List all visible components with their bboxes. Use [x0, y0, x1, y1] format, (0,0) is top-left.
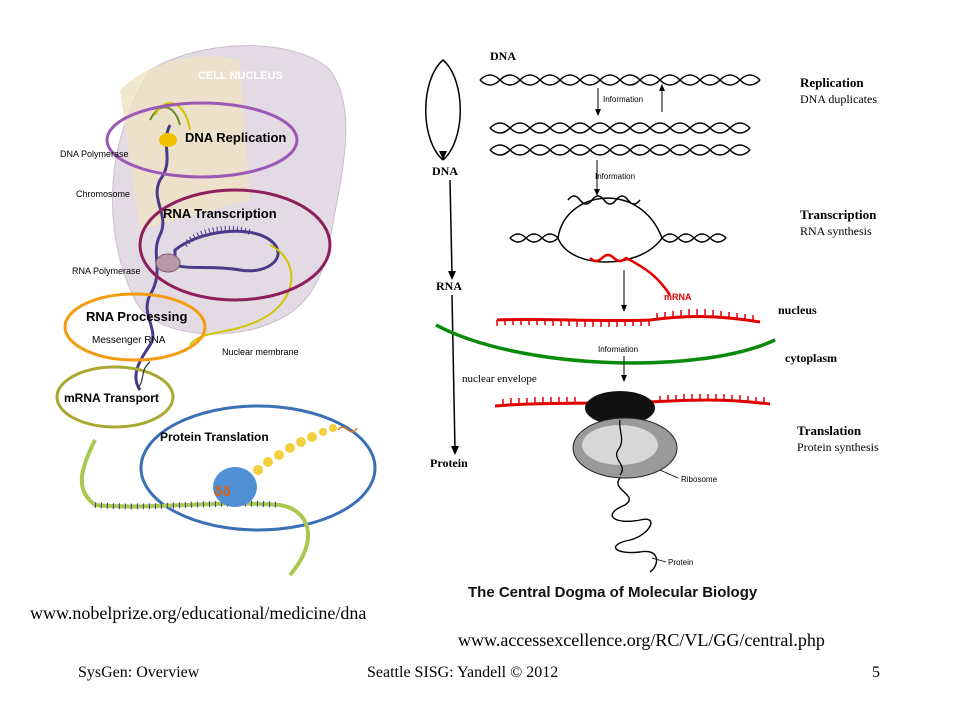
step-translation-desc: Protein synthesis	[797, 440, 879, 454]
messenger-rna-label: Messenger RNA	[92, 335, 166, 346]
mrna-label: mRNA	[664, 292, 692, 302]
footer-center: Seattle SISG: Yandell © 2012	[367, 664, 559, 681]
cytoplasm-label: cytoplasm	[785, 351, 837, 365]
left-source-url[interactable]: www.nobelprize.org/educational/medicine/…	[30, 603, 367, 623]
information-label-3: Information	[598, 345, 638, 354]
footer-left: SysGen: Overview	[78, 664, 200, 681]
central-dogma-caption: The Central Dogma of Molecular Biology	[468, 584, 758, 601]
step-replication-desc: DNA duplicates	[800, 92, 877, 106]
dna-side-label: DNA	[432, 164, 458, 178]
rna-processing-ellipse	[63, 292, 207, 362]
rna-transcription-ellipse	[138, 188, 332, 302]
nuclear-envelope-label: nuclear envelope	[462, 373, 537, 385]
step-transcription-desc: RNA synthesis	[800, 224, 872, 238]
dna-top-label: DNA	[490, 49, 516, 63]
protein-chain-right	[611, 477, 658, 573]
step-transcription-name: Transcription	[800, 207, 877, 222]
step-translation-name: Translation	[797, 423, 862, 438]
protein-chain-left	[253, 424, 337, 475]
dna-polymerase-label: DNA Polymerase	[60, 149, 129, 159]
protein-side-label: Protein	[430, 456, 468, 470]
protein-translation-ellipse	[139, 404, 377, 532]
right-figure: DNA DNA RNA Protein Information Informat…	[425, 49, 879, 601]
nuclear-envelope-curve	[435, 323, 776, 365]
protein-chain-label: Protein	[668, 558, 693, 567]
cell-nucleus-title: CELL NUCLEUS	[198, 70, 283, 82]
left-figure: CELL NUCLEUS DNA Replication RNA Transcr…	[55, 45, 377, 577]
right-source-url[interactable]: www.accessexcellence.org/RC/VL/GG/centra…	[458, 630, 825, 650]
mrna-strand	[79, 439, 310, 577]
step-replication-name: Replication	[800, 75, 864, 90]
mrna-transport-ellipse	[55, 365, 175, 429]
nuclear-membrane-label: Nuclear membrane	[222, 347, 299, 357]
svg-text:δδ: δδ	[214, 483, 231, 499]
rna-side-label: RNA	[436, 279, 462, 293]
mrna-transport-label: mRNA Transport	[64, 391, 159, 405]
dna-replication-ellipse	[105, 101, 299, 179]
page-number: 5	[872, 664, 880, 681]
dna-self-loop	[425, 59, 461, 161]
rna-processing-label: RNA Processing	[86, 309, 187, 324]
ribosome-label: Ribosome	[681, 475, 718, 484]
chromosome-label: Chromosome	[76, 189, 130, 199]
nascent-mrna	[589, 253, 672, 296]
rna-transcription-label: RNA Transcription	[163, 206, 277, 221]
nucleus-label: nucleus	[778, 303, 817, 317]
mrna-strands	[494, 309, 771, 408]
rna-polymerase-label: RNA Polymerase	[72, 266, 141, 276]
information-label-2: Information	[595, 172, 635, 181]
dna-replication-label: DNA Replication	[185, 130, 286, 145]
dna-helices	[479, 74, 761, 263]
ribosome-small-subunit	[585, 391, 655, 425]
ribosome-shape	[213, 467, 257, 507]
protein-translation-label: Protein Translation	[160, 430, 269, 444]
information-label-1: Information	[603, 95, 643, 104]
